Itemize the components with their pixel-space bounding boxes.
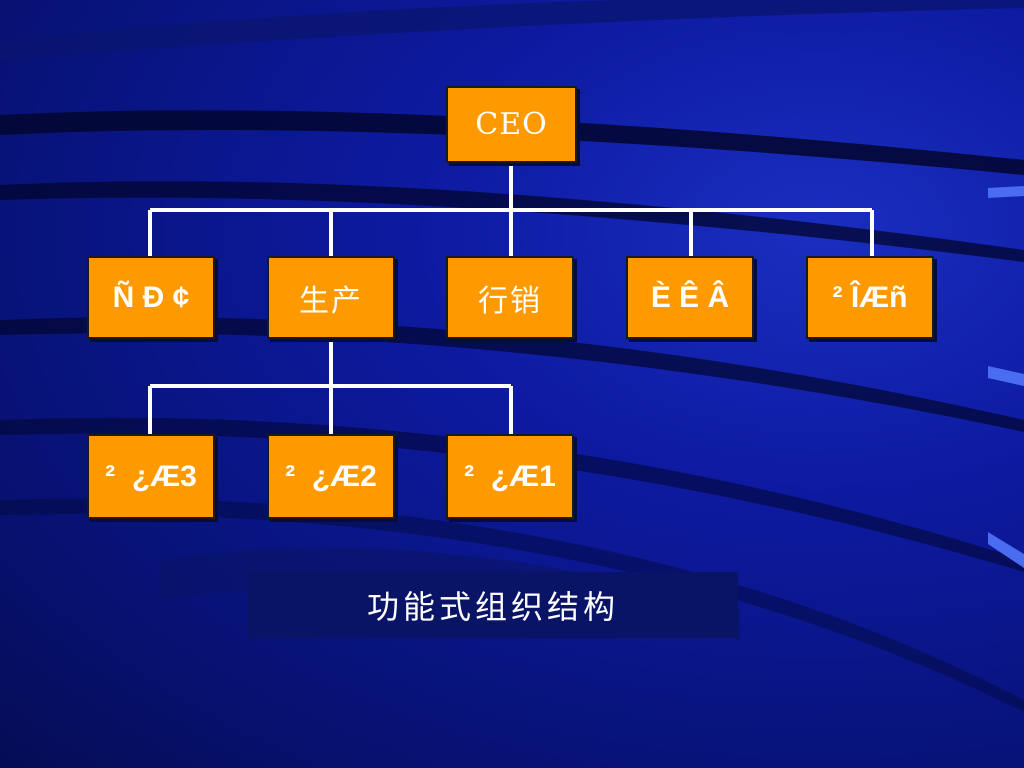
org-node-level3-2: ² ¿Æ2 bbox=[267, 434, 395, 519]
edge-tick-2 bbox=[988, 366, 1024, 386]
org-node-label: CEO bbox=[475, 107, 548, 142]
org-node-ceo: CEO bbox=[446, 86, 577, 163]
org-node-label: 生产 bbox=[299, 283, 363, 319]
org-node-level2-1: Ñ Ð ¢ bbox=[87, 256, 215, 339]
org-node-level2-4: È Ê Â bbox=[626, 256, 754, 339]
org-node-level3-1: ² ¿Æ3 bbox=[87, 434, 215, 519]
org-node-label: Ñ Ð ¢ bbox=[112, 280, 190, 314]
org-node-label: ² ¿Æ2 bbox=[285, 459, 377, 493]
org-node-label: ² ÎÆñ bbox=[832, 280, 908, 314]
org-node-level3-3: ² ¿Æ1 bbox=[446, 434, 574, 519]
edge-tick-1 bbox=[988, 186, 1024, 198]
org-node-label: 行销 bbox=[478, 283, 542, 319]
edge-tick-3 bbox=[988, 532, 1024, 568]
org-node-production: 生产 bbox=[267, 256, 395, 339]
org-node-marketing: 行销 bbox=[446, 256, 574, 339]
org-node-label: È Ê Â bbox=[650, 280, 730, 314]
org-node-level2-5: ² ÎÆñ bbox=[806, 256, 934, 339]
diagram-caption: 功能式组织结构 bbox=[248, 572, 738, 638]
org-node-label: ² ¿Æ1 bbox=[464, 459, 556, 493]
org-node-label: ² ¿Æ3 bbox=[105, 459, 197, 493]
